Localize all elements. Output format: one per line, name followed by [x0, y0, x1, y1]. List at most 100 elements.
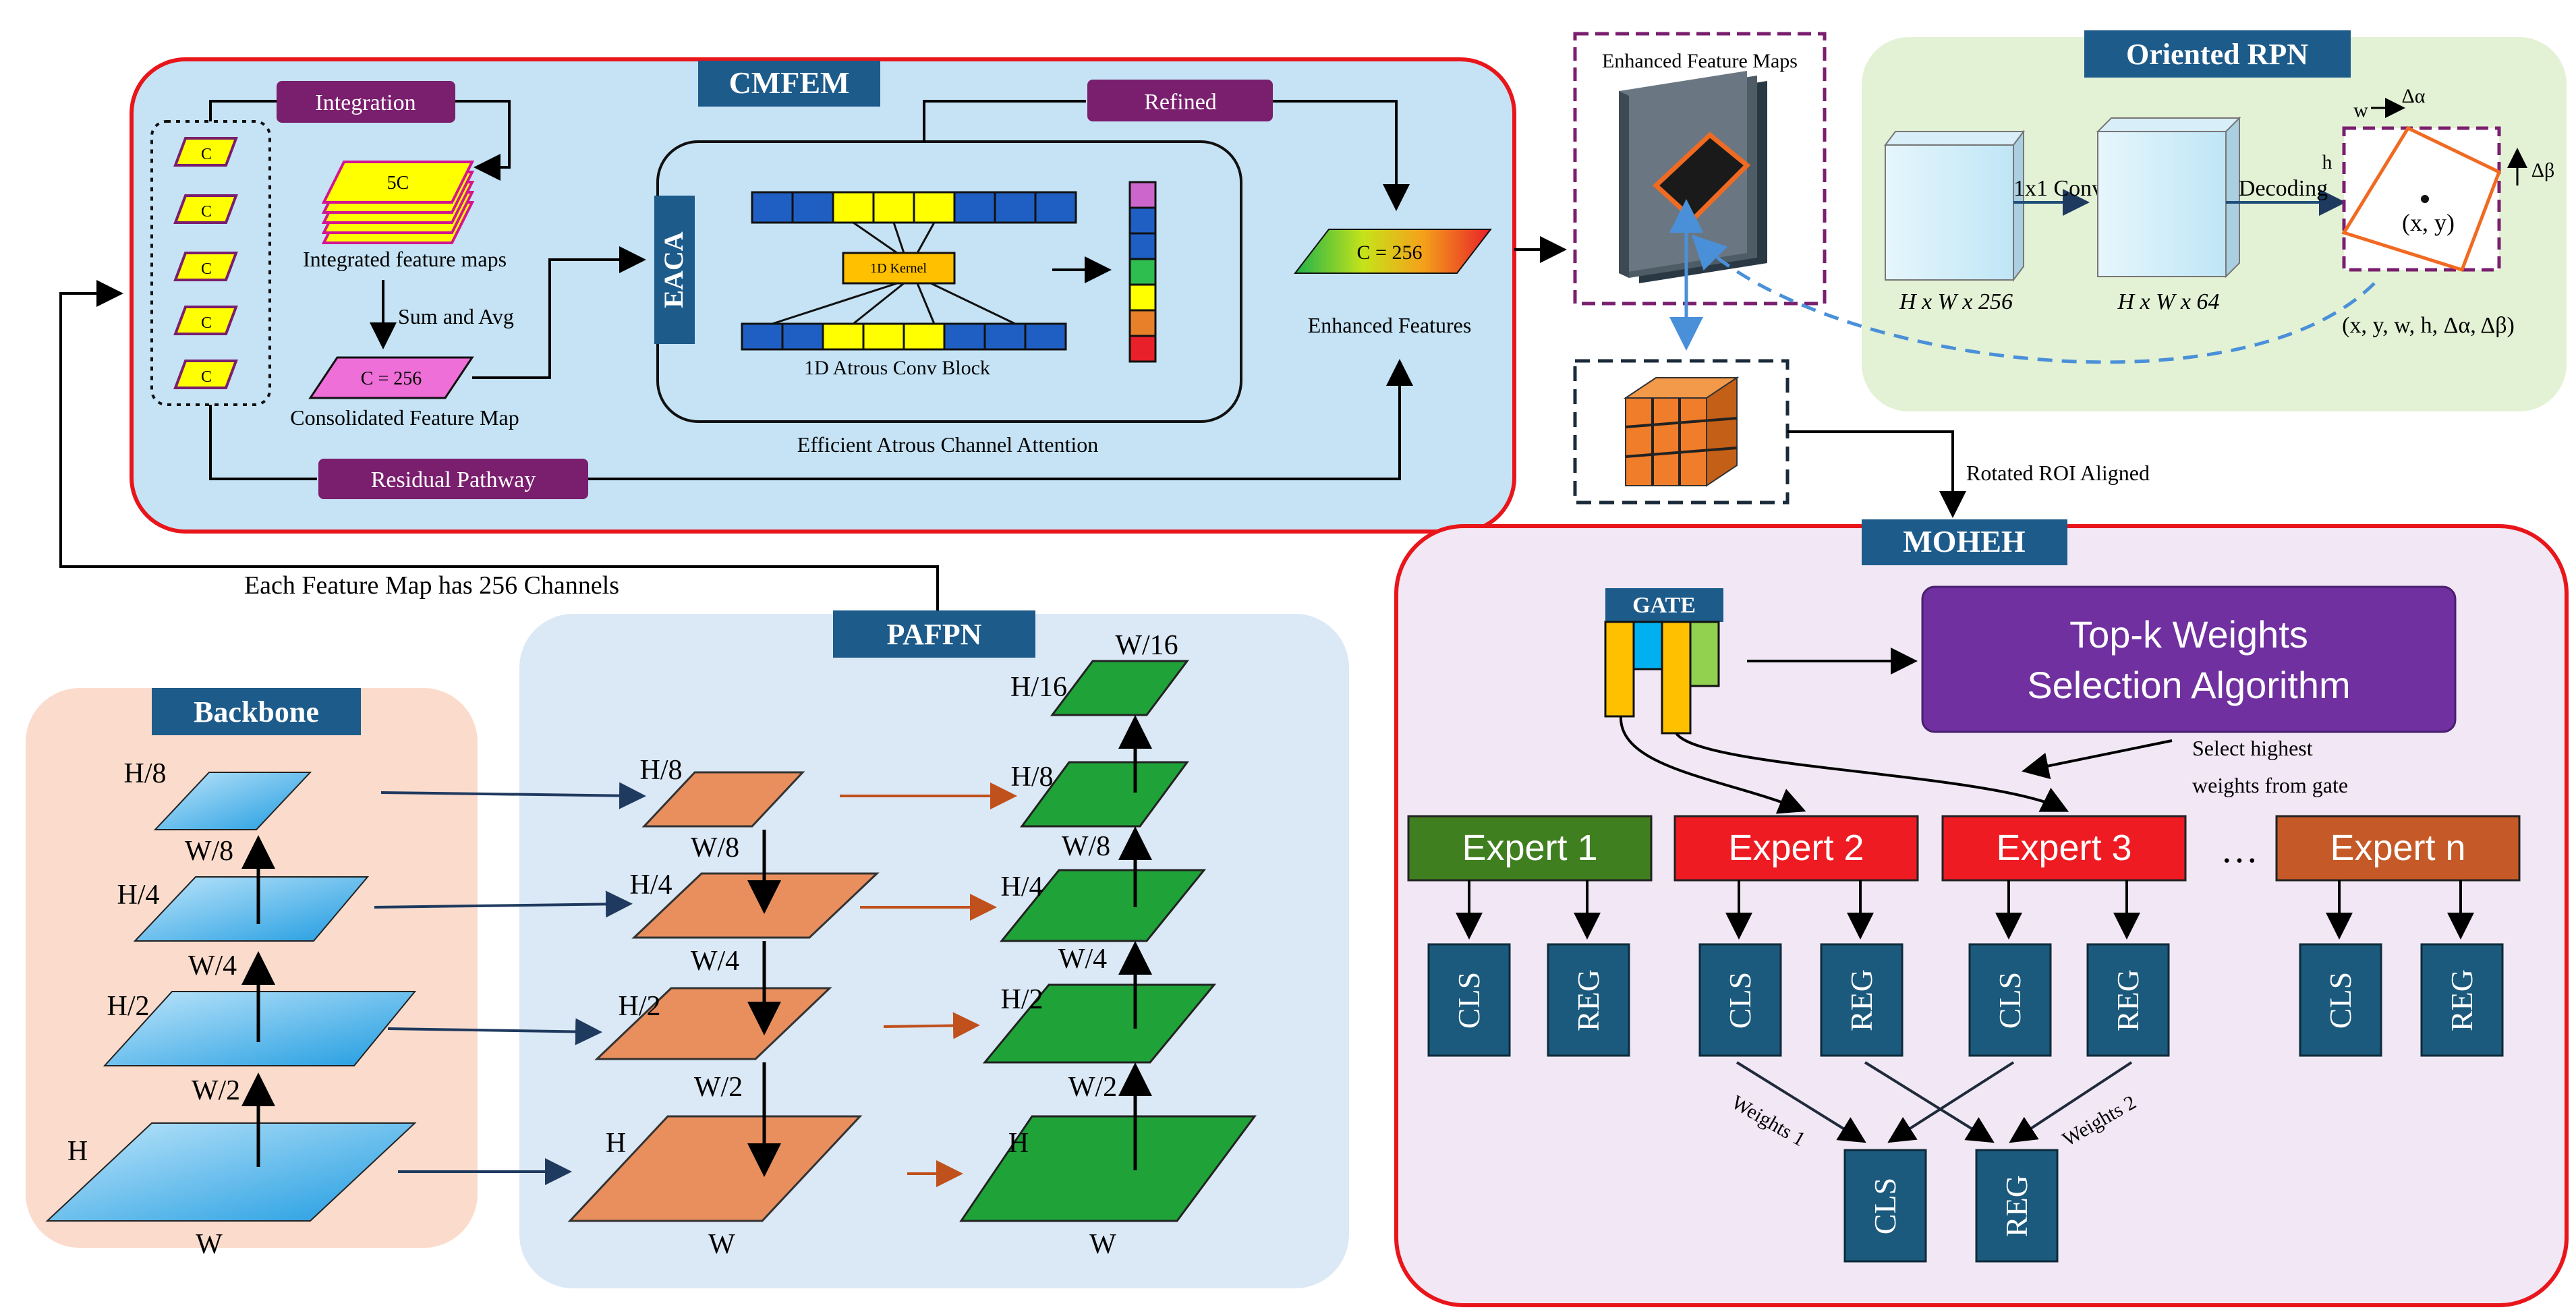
gr-h8: H/8	[1011, 762, 1054, 793]
select-line2: weights from gate	[2192, 773, 2348, 797]
eaca-caption: Efficient Atrous Channel Attention	[797, 432, 1098, 457]
consolidated-caption: Consolidated Feature Map	[290, 405, 519, 430]
roi-label: Rotated ROI Aligned	[1966, 461, 2150, 485]
svg-text:CLS: CLS	[1723, 972, 1757, 1029]
gr-h: H	[1008, 1128, 1029, 1159]
bb-w2: W/2	[192, 1075, 240, 1106]
bb-w8: W/8	[185, 836, 233, 867]
head-box: REG	[1820, 943, 1904, 1057]
decoding-label: Decoding	[2239, 176, 2328, 201]
head-box: CLS	[1968, 943, 2052, 1057]
svg-text:C: C	[201, 368, 212, 386]
svg-text:C: C	[201, 260, 212, 278]
moheh-title: MOHEH	[1903, 524, 2026, 559]
svg-text:C: C	[201, 203, 212, 221]
integration-label: Integration	[315, 90, 416, 115]
backbone-plate-4	[133, 876, 370, 942]
pafpn-title: PAFPN	[887, 618, 982, 651]
or-h4: H/4	[630, 869, 672, 900]
head-box: CLS	[1698, 943, 1782, 1057]
channel-plate: C	[173, 252, 238, 281]
svg-text:REG: REG	[1571, 969, 1605, 1031]
rpn-panel: Oriented RPN 1x1 Conv H x W x 256 Decodi…	[1862, 30, 2567, 411]
or-w4: W/4	[691, 946, 739, 977]
rpn-output-label: (x, y, w, h, Δα, Δβ)	[2342, 313, 2515, 338]
attention-vector	[1128, 181, 1157, 363]
dim1-label: H x W x 256	[1899, 289, 2013, 314]
refined-label: Refined	[1144, 90, 1217, 115]
center-label: (x, y)	[2402, 209, 2455, 236]
expert-ellipsis: …	[2221, 829, 2258, 871]
head-box: REG	[2086, 943, 2170, 1057]
integrated-caption: Integrated feature maps	[303, 247, 507, 271]
enhanced-maps-box: Enhanced Feature Maps	[1573, 32, 1827, 306]
bb-h4: H/4	[117, 880, 160, 911]
cmfem-title: CMFEM	[729, 65, 850, 100]
bb-h2: H/2	[107, 991, 150, 1022]
or-w8: W/8	[691, 832, 739, 863]
bb-w4: W/4	[188, 950, 237, 981]
w-label: w	[2353, 99, 2368, 121]
consolidated-map: C = 256	[361, 368, 422, 389]
svg-text:C: C	[201, 146, 212, 163]
or-w: W	[708, 1229, 735, 1260]
channel-plate: C	[173, 360, 238, 389]
select-line1: Select highest	[2192, 736, 2313, 760]
bb-w: W	[196, 1229, 223, 1260]
atrous-block-label: 1D Atrous Conv Block	[804, 357, 990, 379]
or-w2: W/2	[694, 1072, 743, 1103]
or-h2: H/2	[619, 991, 661, 1022]
svg-text:REG: REG	[2111, 969, 2145, 1031]
pafpn-panel: PAFPN H/8 W/8 H/4 W/4 H/2 W/2 H W	[374, 610, 1349, 1288]
h-label: h	[2322, 151, 2332, 173]
link-label: Each Feature Map has 256 Channels	[244, 571, 619, 600]
svg-text:REG: REG	[1999, 1175, 2034, 1237]
gr-h4: H/4	[1001, 871, 1043, 903]
channel-plate: C	[173, 306, 238, 335]
or-h8: H/8	[640, 755, 683, 786]
backbone-plate-1	[45, 1122, 417, 1222]
gr-w4: W/4	[1058, 944, 1107, 975]
oriented-box: (x, y) w Δα h Δβ	[2322, 85, 2554, 273]
enhanced-caption: Enhanced Features	[1308, 313, 1472, 337]
rpn-title: Oriented RPN	[2126, 38, 2308, 71]
conv-label: 1x1 Conv	[2013, 176, 2103, 201]
expert-n: Expert n	[2330, 828, 2465, 868]
backbone-title: Backbone	[194, 695, 319, 728]
final-cls-box: CLS	[1843, 1149, 1927, 1263]
kernel-label: 1D Kernel	[870, 261, 927, 276]
cube-64	[2096, 116, 2241, 279]
expert-3: Expert 3	[1996, 828, 2131, 868]
svg-text:CLS: CLS	[2323, 972, 2357, 1029]
bb-h: H	[67, 1136, 88, 1167]
channel-plate: C	[173, 137, 238, 167]
kernel-connectors	[772, 221, 1016, 325]
gr-w16: W/16	[1115, 630, 1178, 661]
channel-vector-top	[751, 191, 1077, 224]
backbone-plate-8	[153, 772, 312, 830]
channel-vector-bottom	[741, 322, 1067, 351]
svg-text:CLS: CLS	[1993, 972, 2027, 1029]
final-reg-box: REG	[1975, 1149, 2059, 1263]
svg-text:C: C	[201, 314, 212, 332]
cube-256	[1884, 130, 2025, 282]
topk-line2: Selection Algorithm	[2027, 664, 2350, 706]
svg-text:REG: REG	[1844, 969, 1879, 1031]
topk-line1: Top-k Weights	[2069, 613, 2308, 656]
eaca-tag: EACA	[658, 231, 689, 308]
enhanced-features-map: C = 256	[1357, 241, 1423, 264]
head-box: CLS	[1427, 943, 1511, 1057]
svg-text:CLS: CLS	[1452, 972, 1486, 1029]
gr-h16: H/16	[1010, 672, 1067, 703]
gate: GATE	[1604, 588, 1723, 735]
head-box: CLS	[2299, 943, 2382, 1057]
sum-avg-label: Sum and Avg	[398, 304, 514, 328]
or-h: H	[606, 1128, 626, 1159]
svg-text:REG: REG	[2444, 969, 2479, 1031]
gr-w8: W/8	[1062, 831, 1110, 862]
gr-h2: H/2	[1001, 984, 1043, 1015]
backbone-panel: Backbone H/8 W/8 H/4 W/4 H/2 W/2 H W	[26, 688, 478, 1260]
bb-h8: H/8	[124, 758, 167, 789]
expert-1: Expert 1	[1462, 828, 1597, 868]
